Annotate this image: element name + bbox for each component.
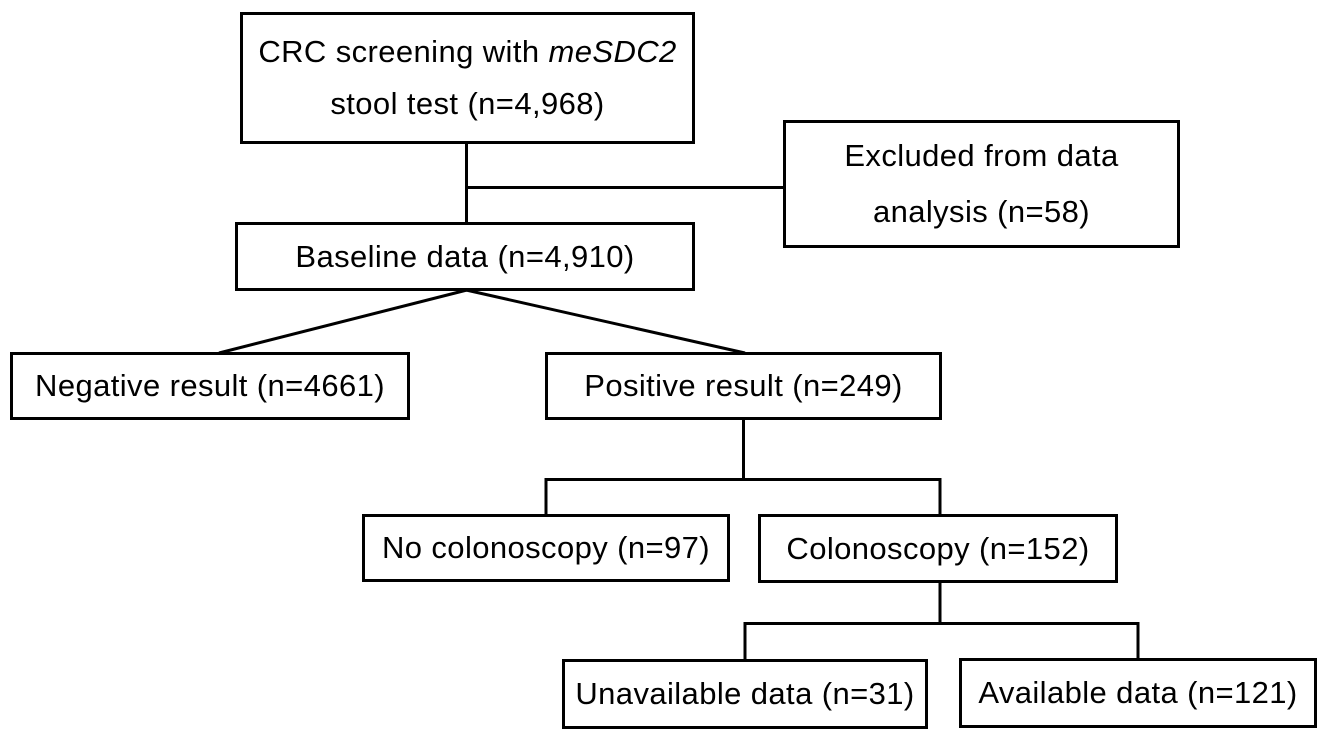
gene-name-italic: meSDC2	[548, 34, 677, 69]
node-baseline: Baseline data (n=4,910)	[235, 222, 695, 291]
node-screening-line1-prefix: CRC screening with	[258, 34, 549, 69]
node-negative-result: Negative result (n=4661)	[10, 352, 410, 420]
node-excluded-line1: Excluded from data	[844, 138, 1119, 173]
connector-baseline-to-positive	[465, 288, 746, 355]
node-excluded: Excluded from data analysis (n=58)	[783, 120, 1180, 248]
node-unavailable-data: Unavailable data (n=31)	[562, 659, 928, 729]
node-baseline-label: Baseline data (n=4,910)	[295, 238, 635, 274]
node-unavailable-data-label: Unavailable data (n=31)	[575, 676, 915, 711]
node-colonoscopy-label: Colonoscopy (n=152)	[786, 530, 1090, 566]
node-positive-result: Positive result (n=249)	[545, 352, 942, 420]
node-available-data-label: Available data (n=121)	[978, 675, 1298, 710]
node-negative-result-label: Negative result (n=4661)	[35, 368, 385, 403]
node-colonoscopy: Colonoscopy (n=152)	[758, 514, 1118, 583]
node-screening: CRC screening with meSDC2 stool test (n=…	[240, 12, 695, 144]
node-excluded-line2: analysis (n=58)	[872, 194, 1091, 229]
node-no-colonoscopy-label: No colonoscopy (n=97)	[381, 530, 711, 565]
node-available-data: Available data (n=121)	[959, 658, 1317, 728]
node-no-colonoscopy: No colonoscopy (n=97)	[362, 514, 730, 582]
node-screening-line2: stool test (n=4,968)	[330, 86, 605, 121]
connector-baseline-to-negative	[218, 288, 468, 355]
node-screening-line1: CRC screening with meSDC2	[258, 26, 676, 78]
node-positive-result-label: Positive result (n=249)	[584, 368, 903, 403]
